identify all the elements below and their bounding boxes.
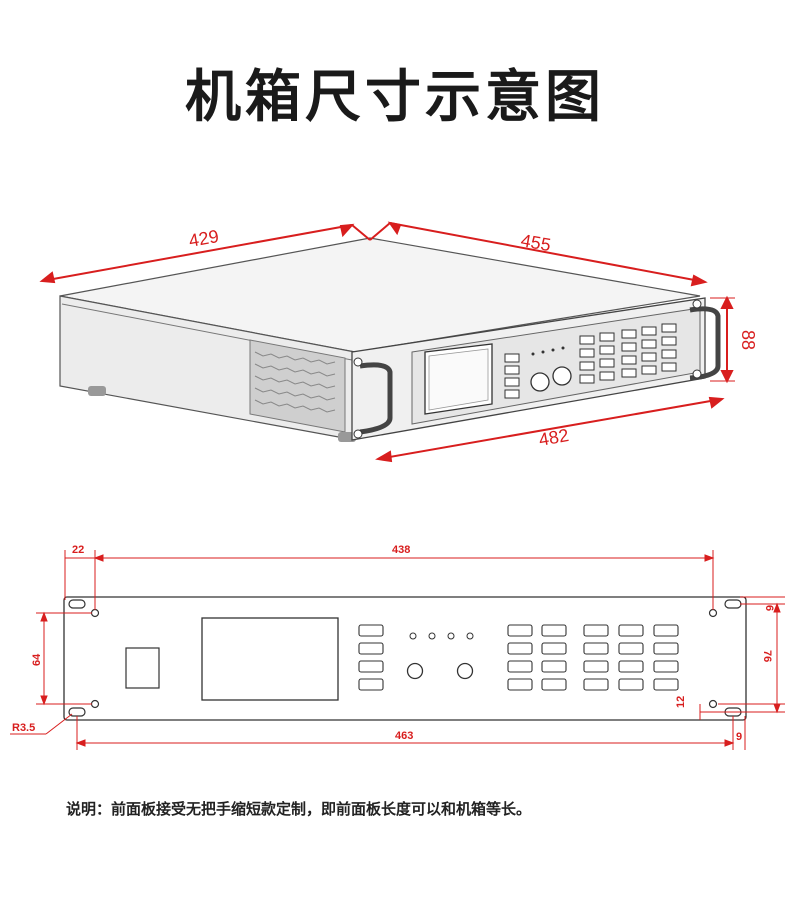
knob-b (456, 662, 474, 680)
handle-left (359, 362, 393, 435)
slot-top-left (68, 599, 86, 609)
display-window (201, 617, 339, 701)
dim-76: 76 (761, 650, 773, 662)
slot-top-right (724, 599, 742, 609)
front-view: 22 438 64 R3.5 463 9 6 76 12 (10, 544, 785, 750)
dim-9: 9 (736, 731, 742, 743)
side-vent (249, 339, 346, 433)
left-buttons (504, 353, 520, 399)
dim-64: 64 (31, 653, 43, 666)
dim-438: 438 (392, 544, 410, 556)
indicator-leds (409, 632, 474, 640)
keypad-grid (507, 624, 679, 691)
dim-12: 12 (675, 696, 687, 708)
small-panel (125, 647, 160, 689)
hole-bottom-right (708, 699, 718, 709)
handle-right (689, 306, 721, 381)
dim-6: 6 (763, 605, 775, 611)
dim-height: 88 (738, 330, 758, 350)
keypad (579, 323, 677, 384)
hole-bottom-left (90, 699, 100, 709)
dim-width: 482 (537, 425, 570, 450)
knob-a (406, 662, 424, 680)
front-panel-outline (63, 596, 747, 721)
dim-463: 463 (395, 730, 413, 742)
note-text: 说明：前面板接受无把手缩短款定制，即前面板长度可以和机箱等长。 (66, 800, 532, 818)
dim-depth-right: 455 (519, 230, 552, 255)
hole-top-right (708, 608, 718, 618)
dim-r35: R3.5 (12, 722, 35, 734)
knob-left (530, 372, 550, 392)
button-column (358, 624, 384, 691)
isometric-view: 429 455 482 88 (39, 221, 758, 463)
dim-22: 22 (72, 544, 84, 556)
dim-depth-left: 429 (187, 226, 220, 251)
page-title: 机箱尺寸示意图 (185, 65, 605, 130)
hole-top-left (90, 608, 100, 618)
knob-right (552, 366, 572, 386)
